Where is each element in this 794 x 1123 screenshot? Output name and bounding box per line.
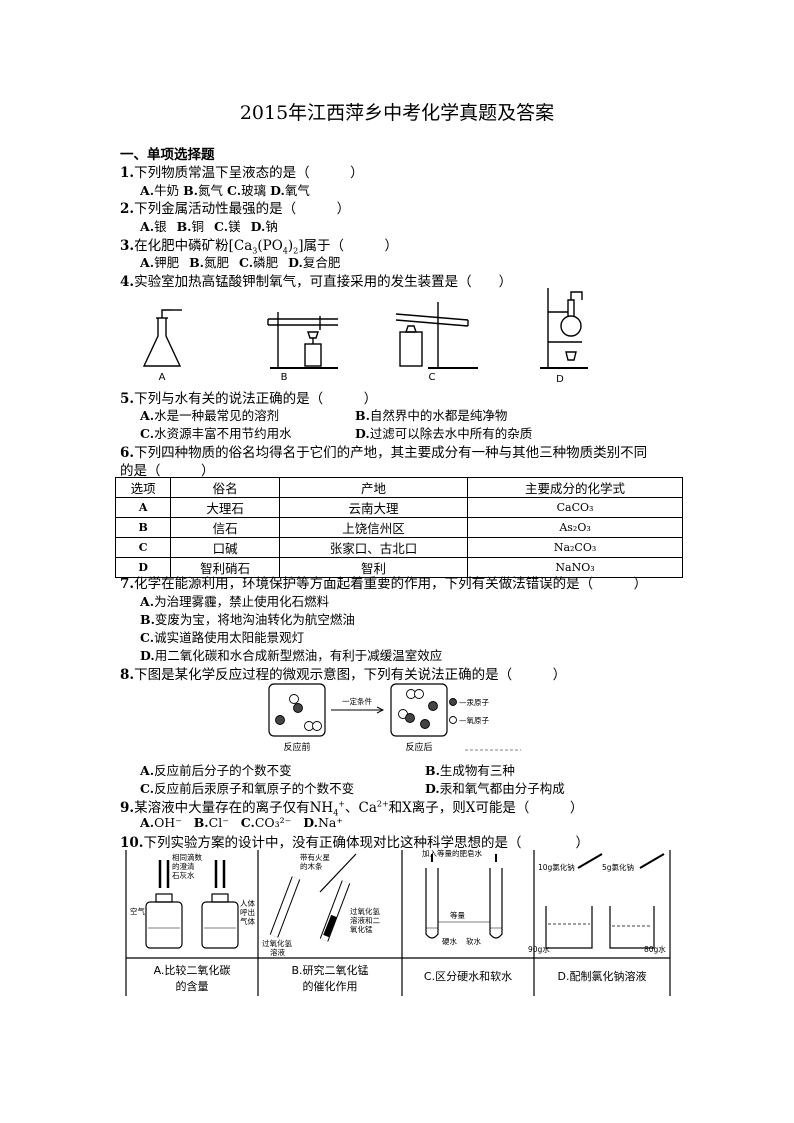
caption-c: C.区分硬水和软水 bbox=[424, 969, 512, 983]
experiment-figures: 相同滴数 的澄清 石灰水 空气 人体 呼出 气体 带有火星 的木条 过氧化氢 溶… bbox=[125, 848, 671, 996]
apparatus-label-c: C bbox=[429, 372, 436, 383]
svg-text:溶液和二: 溶液和二 bbox=[350, 915, 380, 925]
section-heading: 一、单项选择题 bbox=[120, 147, 215, 163]
question-6-cont: 的是（ ） bbox=[120, 463, 215, 479]
svg-text:5g氯化钠: 5g氯化钠 bbox=[602, 862, 634, 872]
question-8: 8.下图是某化学反应过程的微观示意图，下列有关说法正确的是（ ） bbox=[120, 667, 567, 683]
caption-b-line2: 的催化作用 bbox=[303, 979, 358, 993]
question-8-option-a: A.反应前后分子的个数不变 bbox=[140, 763, 292, 778]
svg-text:的澄清: 的澄清 bbox=[172, 861, 195, 871]
question-1: 1.下列物质常温下呈液态的是（ ） bbox=[120, 165, 364, 181]
svg-text:呼出: 呼出 bbox=[240, 907, 255, 917]
question-2-options: A.银 B.铜 C.镁 D.钠 bbox=[140, 219, 278, 234]
apparatus-figure: A B C D bbox=[142, 288, 588, 385]
table-row: D 智利硝石 智利 NaNO₃ bbox=[114, 557, 683, 578]
question-4: 4.实验室加热高锰酸钾制氧气，可直接采用的发生装置是（ ） bbox=[120, 274, 513, 290]
apparatus-label-d: D bbox=[556, 374, 564, 385]
table-header-row: 选项 俗名 产地 主要成分的化学式 bbox=[114, 477, 683, 498]
question-6-table: 选项 俗名 产地 主要成分的化学式 A 大理石 云南大理 CaCO₃ B 信石 … bbox=[114, 477, 683, 578]
caption-d: D.配制氯化钠溶液 bbox=[558, 969, 647, 983]
question-5-option-d: D.过滤可以除去水中所有的杂质 bbox=[355, 426, 533, 441]
question-8-option-b: B.生成物有三种 bbox=[425, 763, 515, 778]
svg-text:的木条: 的木条 bbox=[300, 861, 323, 871]
question-9: 9.某溶液中大量存在的离子仅有NH4+、Ca2+和X离子，则X可能是（ ） bbox=[120, 799, 584, 818]
question-7: 7.化学在能源利用，环境保护等方面起着重要的作用，下列有关做法错误的是（ ） bbox=[120, 576, 648, 592]
question-7-option-a: A.为治理雾霾，禁止使用化石燃料 bbox=[140, 594, 330, 609]
before-label: 反应前 bbox=[283, 741, 310, 753]
svg-text:80g水: 80g水 bbox=[644, 944, 666, 954]
after-label: 反应后 bbox=[405, 741, 432, 753]
reaction-condition: 一定条件 bbox=[342, 696, 372, 706]
question-7-option-c: C.诚实道路使用太阳能景观灯 bbox=[140, 630, 305, 645]
svg-text:气体: 气体 bbox=[240, 916, 255, 926]
question-5-option-c: C.水资源丰富不用节约用水 bbox=[140, 426, 292, 441]
legend-mercury: —汞原子 bbox=[459, 698, 489, 707]
svg-text:10g氯化钠: 10g氯化钠 bbox=[538, 862, 575, 872]
question-3-options: A.钾肥 B.氮肥 C.磷肥 D.复合肥 bbox=[140, 255, 341, 270]
svg-text:加入等量的肥皂水: 加入等量的肥皂水 bbox=[422, 848, 482, 858]
svg-text:等量: 等量 bbox=[450, 910, 465, 920]
svg-text:硬水: 硬水 bbox=[442, 936, 457, 946]
question-2: 2.下列金属活动性最强的是（ ） bbox=[120, 201, 351, 217]
svg-text:人体: 人体 bbox=[240, 898, 255, 908]
page-title: 2015年江西萍乡中考化学真题及答案 bbox=[239, 102, 555, 124]
svg-text:空气: 空气 bbox=[130, 906, 145, 916]
table-row: A 大理石 云南大理 CaCO₃ bbox=[114, 497, 683, 518]
svg-text:溶液: 溶液 bbox=[270, 947, 285, 957]
apparatus-label-b: B bbox=[281, 372, 288, 383]
question-10: 10.下列实验方案的设计中，没有正确体现对比这种科学思想的是（ ） bbox=[120, 835, 589, 851]
caption-a-line1: A.比较二氧化碳 bbox=[154, 963, 231, 977]
question-5: 5.下列与水有关的说法正确的是（ ） bbox=[120, 391, 378, 407]
question-3: 3.在化肥中磷矿粉[Ca3(PO4)2]属于（ ） bbox=[120, 238, 399, 256]
table-row: B 信石 上饶信州区 As₂O₃ bbox=[114, 517, 683, 538]
svg-text:90g水: 90g水 bbox=[528, 944, 550, 954]
svg-text:过氧化氢: 过氧化氢 bbox=[262, 938, 292, 948]
reaction-diagram: 一定条件 反应前 反应后 —汞原子 —氧原子 bbox=[268, 683, 521, 753]
table-row: C 口碱 张家口、古北口 Na₂CO₃ bbox=[114, 537, 683, 558]
question-7-option-b: B.变废为宝，将地沟油转化为航空燃油 bbox=[140, 612, 355, 627]
svg-text:相同滴数: 相同滴数 bbox=[172, 852, 202, 862]
svg-text:石灰水: 石灰水 bbox=[172, 870, 195, 880]
svg-text:过氧化氢: 过氧化氢 bbox=[350, 906, 380, 916]
question-9-options: A.OH⁻ B.Cl⁻ C.CO₃²⁻ D.Na⁺ bbox=[140, 815, 343, 830]
question-7-option-d: D.用二氧化碳和水合成新型燃油，有利于减缓温室效应 bbox=[140, 648, 443, 663]
svg-text:氧化锰: 氧化锰 bbox=[350, 924, 373, 934]
legend-oxygen: —氧原子 bbox=[459, 715, 489, 725]
svg-text:带有火星: 带有火星 bbox=[300, 852, 330, 862]
question-8-option-c: C.反应前后汞原子和氧原子的个数不变 bbox=[140, 781, 355, 796]
question-8-option-d: D.汞和氧气都由分子构成 bbox=[425, 781, 565, 796]
question-6: 6.下列四种物质的俗名均得名于它们的产地，其主要成分有一种与其他三种物质类别不同 bbox=[120, 445, 648, 461]
svg-text:软水: 软水 bbox=[466, 936, 481, 946]
question-1-options: A.牛奶 B.氮气 C.玻璃 D.氧气 bbox=[140, 183, 310, 198]
question-5-option-a: A.水是一种最常见的溶剂 bbox=[140, 408, 280, 423]
question-5-option-b: B.自然界中的水都是纯净物 bbox=[355, 408, 508, 423]
caption-b-line1: B.研究二氧化锰 bbox=[291, 963, 368, 977]
caption-a-line2: 的含量 bbox=[176, 979, 209, 993]
apparatus-label-a: A bbox=[159, 372, 166, 383]
